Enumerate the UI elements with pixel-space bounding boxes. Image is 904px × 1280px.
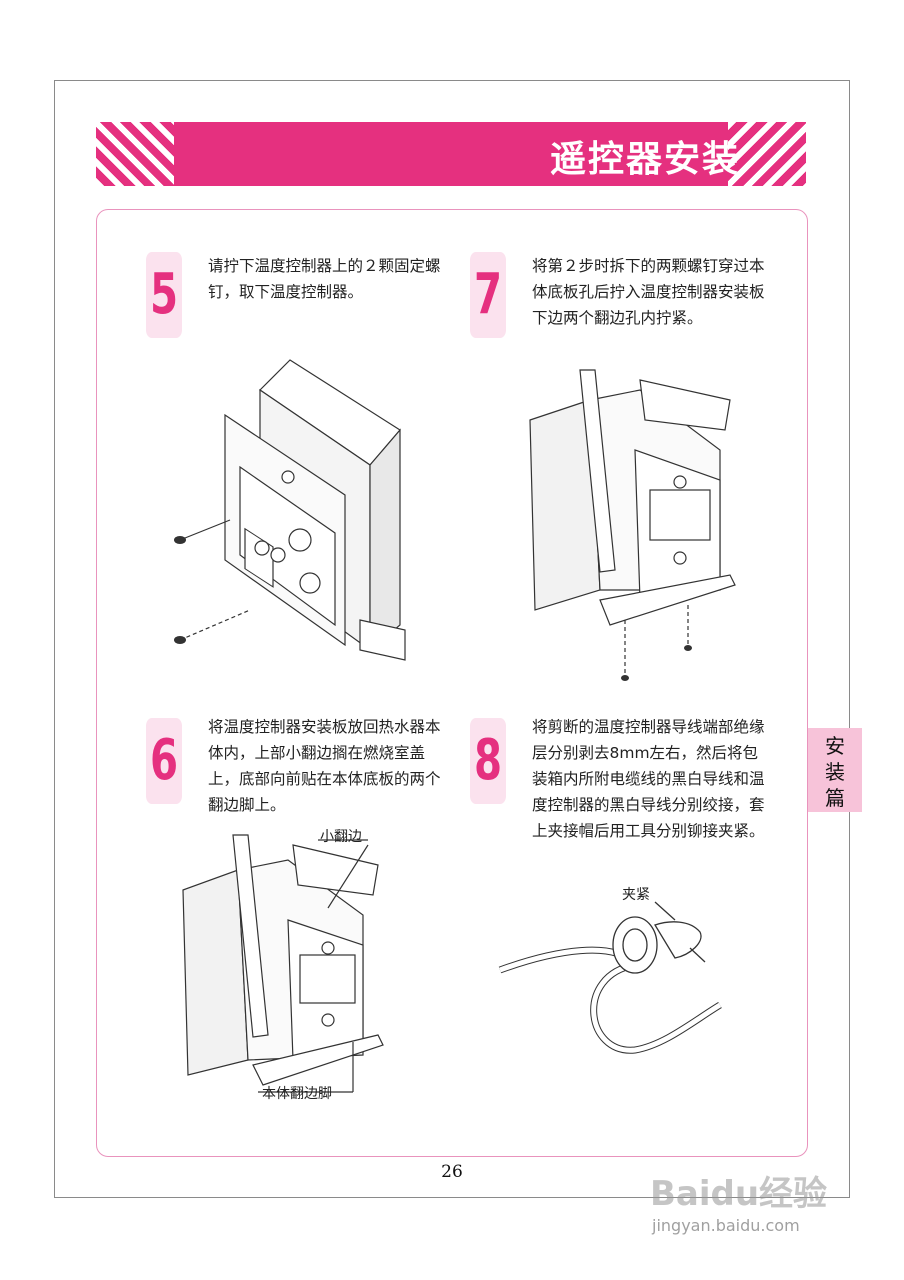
label-small-flange: 小翻边 bbox=[320, 829, 362, 845]
label-body-flange-foot: 本体翻边脚 bbox=[262, 1086, 332, 1102]
banner-stripes-left bbox=[96, 122, 174, 186]
screw-icon bbox=[174, 536, 186, 644]
screw-mounting-illustration bbox=[529, 369, 736, 681]
page-number: 26 bbox=[441, 1162, 463, 1182]
side-tab-char-1: 安 bbox=[825, 734, 845, 758]
step-text-8: 将剪断的温度控制器导线端部绝缘层分别剥去8mm左右，然后将包装箱内所附电缆线的黑… bbox=[532, 718, 765, 840]
watermark-url: jingyan.baidu.com bbox=[652, 1216, 800, 1235]
screw-icon bbox=[621, 645, 692, 681]
controller-removal-illustration bbox=[174, 359, 406, 661]
page-frame bbox=[54, 80, 850, 1198]
step-number-6: 6 bbox=[146, 718, 182, 804]
mounting-plate-illustration bbox=[182, 834, 384, 1093]
page-title: 遥控器安装 bbox=[549, 139, 740, 180]
step-number-5: 5 bbox=[146, 252, 182, 338]
banner-stripes-right bbox=[728, 122, 806, 186]
step-number-8: 8 bbox=[470, 718, 506, 804]
label-clamp: 夹紧 bbox=[622, 887, 650, 903]
side-tab-char-2: 装 bbox=[825, 760, 845, 784]
baidu-watermark: Baidu经验 jingyan.baidu.com bbox=[650, 1140, 870, 1250]
section-banner: 遥控器安装 bbox=[96, 122, 806, 186]
step-text-5: 请拧下温度控制器上的２颗固定螺钉，取下温度控制器。 bbox=[208, 257, 441, 301]
step-text-7: 将第２步时拆下的两颗螺钉穿过本体底板孔后拧入温度控制器安装板下边两个翻边孔内拧紧… bbox=[532, 257, 765, 327]
content-box bbox=[96, 209, 808, 1157]
wire-splice-illustration bbox=[498, 901, 722, 1054]
section-side-tab: 安 装 篇 bbox=[808, 728, 862, 812]
step-text-6: 将温度控制器安装板放回热水器本体内，上部小翻边搁在燃烧室盖上，底部向前贴在本体底… bbox=[208, 718, 441, 814]
watermark-brand: Baidu经验 bbox=[650, 1174, 828, 1214]
side-tab-char-3: 篇 bbox=[825, 786, 845, 810]
step-number-7: 7 bbox=[470, 252, 506, 338]
